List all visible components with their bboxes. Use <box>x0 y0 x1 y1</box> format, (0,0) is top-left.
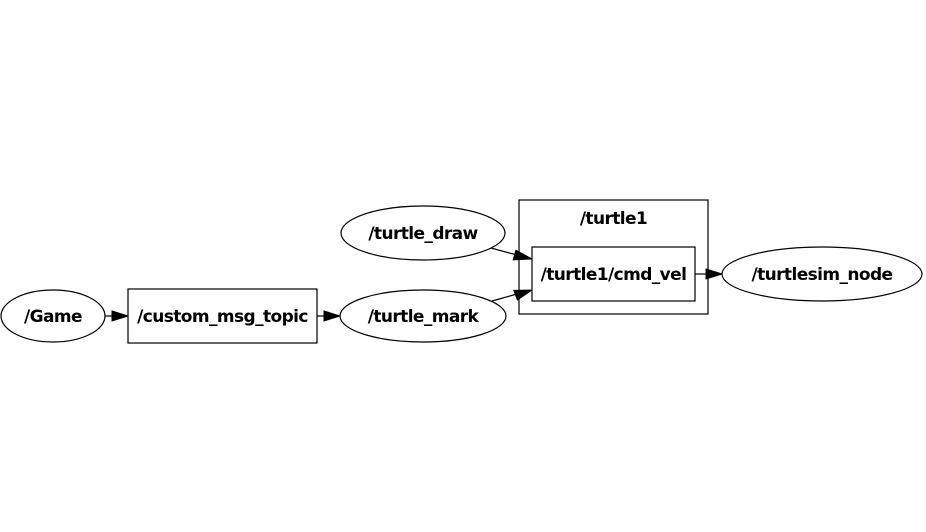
arrow-head <box>705 268 724 280</box>
edge-turtle-mark-to-cmd-vel[interactable] <box>491 289 534 302</box>
edge-custom-msg-topic-to-turtle-mark[interactable] <box>317 310 342 322</box>
edge-cmd-vel-to-turtlesim-node[interactable] <box>695 268 724 280</box>
node-game[interactable]: /Game <box>0 289 106 343</box>
node-ellipse <box>340 205 506 261</box>
arrow-head <box>513 289 534 301</box>
topic-custom-msg-topic[interactable]: /custom_msg_topic <box>127 288 318 344</box>
topic-box <box>531 246 696 302</box>
topic-box <box>127 288 318 344</box>
edge-line <box>491 293 518 302</box>
edge-game-to-custom-msg-topic[interactable] <box>105 310 130 322</box>
node-turtlesim-node[interactable]: /turtlesim_node <box>721 246 923 302</box>
arrow-head <box>323 310 342 322</box>
edge-turtle-draw-to-cmd-vel[interactable] <box>490 247 534 261</box>
node-ellipse <box>339 289 507 343</box>
edge-line <box>490 247 518 256</box>
node-turtle-mark[interactable]: /turtle_mark <box>339 289 507 343</box>
arrow-head <box>512 249 534 261</box>
cluster-label: /turtle1 <box>580 209 647 229</box>
node-label: /turtle_mark <box>368 307 480 327</box>
topic-turtle1-cmd-vel[interactable]: /turtle1/cmd_vel <box>531 246 696 302</box>
arrow-head <box>111 310 130 322</box>
topic-label: /turtle1/cmd_vel <box>541 265 687 285</box>
node-ellipse <box>721 246 923 302</box>
node-label: /turtlesim_node <box>752 265 893 285</box>
node-turtle-draw[interactable]: /turtle_draw <box>340 205 506 261</box>
node-label: /turtle_draw <box>368 224 478 244</box>
node-label: /Game <box>24 307 82 327</box>
topic-label: /custom_msg_topic <box>137 307 308 327</box>
node-ellipse <box>0 289 106 343</box>
